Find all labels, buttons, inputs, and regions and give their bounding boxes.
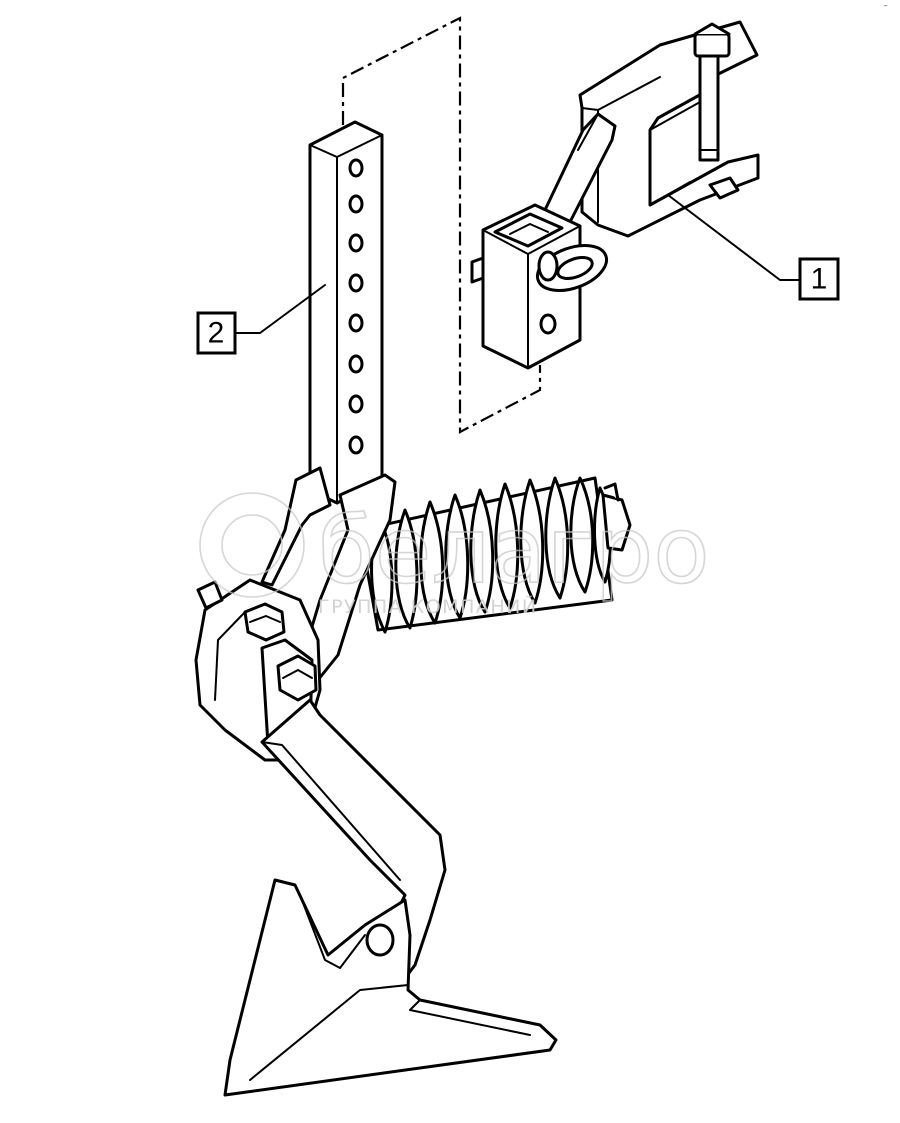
pivot-bolt-lower bbox=[276, 654, 318, 702]
pivot-bolt-upper bbox=[243, 602, 286, 642]
adjustment-post bbox=[308, 120, 384, 505]
coil-spring bbox=[358, 476, 632, 634]
pivot-bracket bbox=[194, 466, 397, 762]
watermark: белагро ГРУППА КОМПАНИЙ bbox=[199, 492, 710, 618]
watermark-name: белагро bbox=[318, 497, 710, 604]
post-holes bbox=[348, 158, 364, 455]
callout-2-label: 2 bbox=[208, 317, 225, 350]
corner-mark: ‴ bbox=[884, 4, 888, 12]
callout-2: 2 bbox=[196, 284, 326, 355]
callout-1-label: 1 bbox=[811, 263, 828, 296]
mounting-bracket bbox=[470, 20, 760, 370]
watermark-subtitle: ГРУППА КОМПАНИЙ bbox=[318, 595, 538, 618]
sweep-share bbox=[223, 878, 558, 1097]
assembly-dash-line bbox=[341, 16, 542, 434]
callout-1: 1 bbox=[667, 194, 840, 301]
